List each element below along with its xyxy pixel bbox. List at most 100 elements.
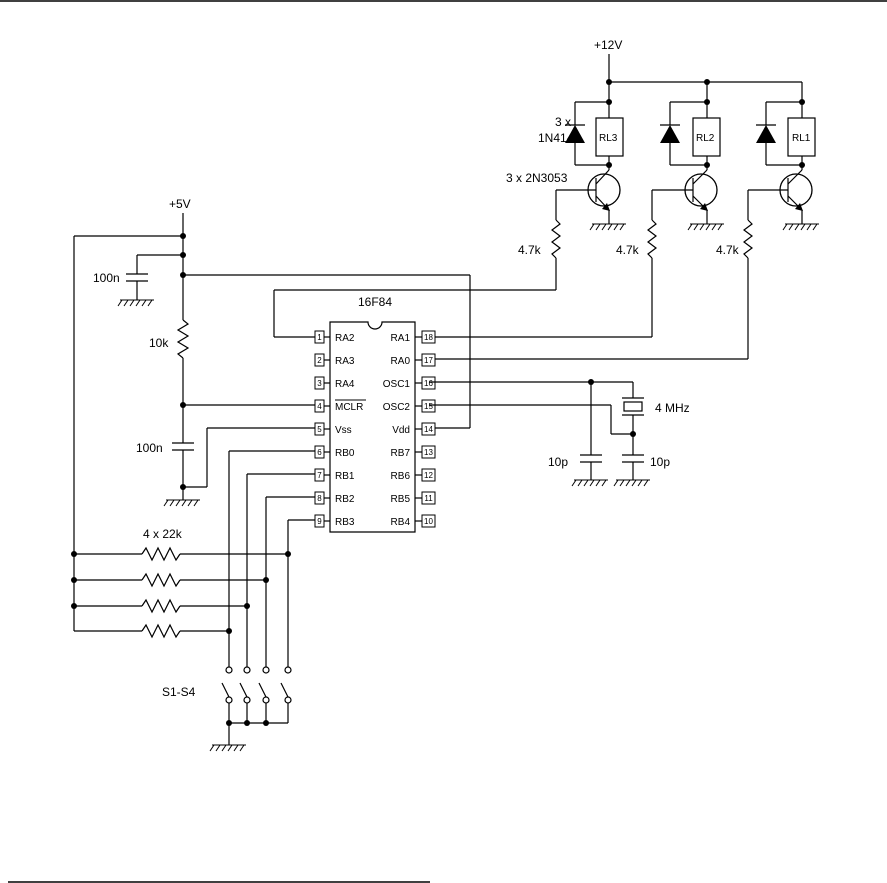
ic-pin-18-name: RA1	[391, 333, 411, 344]
switch-s4	[280, 666, 292, 704]
ic-pin-1-number: 1	[317, 333, 322, 342]
label-rbase-2: 4.7k	[616, 243, 640, 257]
label-cap-100n-2: 100n	[136, 441, 163, 455]
ic-pin-2-number: 2	[317, 356, 322, 365]
label-switches: S1-S4	[162, 685, 196, 699]
label-r10k: 10k	[149, 336, 169, 350]
label-rbase-3: 4.7k	[518, 243, 542, 257]
ic-pin-15-number: 15	[424, 402, 433, 411]
ic-pin-17-name: RA0	[391, 356, 411, 367]
label-5v: +5V	[169, 197, 191, 211]
resistor-base-1	[743, 219, 753, 259]
ic-pin-12-number: 12	[424, 471, 433, 480]
ic-pin-11-box	[421, 491, 436, 505]
pullup-resistor-1	[141, 546, 181, 562]
relay-stage-rl3: RL3 4.7k	[274, 82, 627, 291]
ic-pin-12-name: RB6	[391, 471, 411, 482]
ic-pin-12-box	[421, 468, 436, 482]
ic-pin-15-box	[421, 399, 436, 413]
ic-pin-9-number: 9	[317, 517, 322, 526]
ic-pin-3-box	[314, 376, 325, 390]
label-transistors: 3 x 2N3053	[506, 171, 568, 185]
label-rbase-1: 4.7k	[716, 243, 740, 257]
ic-pin-11-number: 11	[424, 494, 433, 503]
ic-pin-3-name: RA4	[335, 379, 355, 390]
crystal-4mhz	[623, 401, 643, 412]
label-cap-10p-2: 10p	[650, 455, 670, 469]
oscillator-circuit: 4 MHz 10p 10p	[429, 379, 690, 487]
switch-inputs: 4 x 22k S1-S4	[71, 450, 315, 752]
ic-pin-4-name: MCLR	[335, 402, 363, 413]
ic-pin-13-name: RB7	[391, 448, 411, 459]
relay-rl3-label: RL3	[599, 133, 618, 144]
pullup-resistor-2	[141, 572, 181, 588]
label-pullups: 4 x 22k	[143, 527, 183, 541]
resistor-10k	[176, 319, 190, 359]
ic-pin-13-box	[421, 445, 436, 459]
ic-pin-8-name: RB2	[335, 494, 355, 505]
ic-pin-1-box	[314, 330, 325, 344]
ic-pin-14-number: 14	[424, 425, 433, 434]
pullup-resistor-3	[141, 598, 181, 614]
ic-pin-14-name: Vdd	[392, 425, 410, 436]
ic-pin-5-name: Vss	[335, 425, 352, 436]
ic-pin-5-number: 5	[317, 425, 322, 434]
relay-rl1-coil	[787, 117, 816, 157]
relay-rl2-coil	[692, 117, 721, 157]
label-cap-10p-1: 10p	[548, 455, 568, 469]
ic-pin-18-number: 18	[424, 333, 433, 342]
ic-pin-4-box	[314, 399, 325, 413]
ic-pin-9-box	[314, 514, 325, 528]
ic-pin-3-number: 3	[317, 379, 322, 388]
relay-stage-rl2: RL2 4.7k	[429, 82, 725, 338]
ic-pin-17-box	[421, 353, 436, 367]
ic-pin-18-box	[421, 330, 436, 344]
switch-s2	[239, 666, 251, 704]
ic-pin-7-name: RB1	[335, 471, 355, 482]
ic-pin-16-box	[421, 376, 436, 390]
diode-d2	[660, 125, 680, 143]
relay-rl1-label: RL1	[792, 133, 811, 144]
ic-pin-11-name: RB5	[391, 494, 411, 505]
ic-pin-13-number: 13	[424, 448, 433, 457]
resistor-base-3	[551, 219, 561, 259]
ic-pin-2-box	[314, 353, 325, 367]
relay-stage-rl1: RL1 4.7k	[429, 82, 820, 360]
ic-16f84: 16F84 1 RA2 2 RA3 3 RA4 4 MCLR 5 Vss 6 RB0 7 RB1 8 RB2 9…	[314, 295, 436, 533]
ic-pin-1-name: RA2	[335, 333, 355, 344]
ic-pin-7-number: 7	[317, 471, 322, 480]
diode-d3	[565, 125, 585, 143]
switch-s1	[221, 666, 233, 704]
diode-d1	[756, 125, 776, 143]
supply-5v-network: +5V 100n 10k 100n	[73, 197, 471, 631]
ic-pin-8-number: 8	[317, 494, 322, 503]
ic-pin-6-number: 6	[317, 448, 322, 457]
ic-pin-8-box	[314, 491, 325, 505]
ic-pin-10-name: RB4	[391, 517, 411, 528]
ic-pin-15-name: OSC2	[383, 402, 411, 413]
supply-12v-rail: +12V	[594, 38, 802, 85]
ic-pin-16-number: 16	[424, 379, 433, 388]
ic-pin-10-number: 10	[424, 517, 433, 526]
label-diodes-qty: 3 x	[555, 115, 571, 129]
pullup-resistor-4	[141, 623, 181, 639]
label-12v: +12V	[594, 38, 622, 52]
resistor-base-2	[647, 219, 657, 259]
relay-rl2-label: RL2	[696, 133, 715, 144]
ic-pin-2-name: RA3	[335, 356, 355, 367]
label-crystal: 4 MHz	[655, 401, 690, 415]
label-cap-100n-1: 100n	[93, 271, 120, 285]
ic-pin-10-box	[421, 514, 436, 528]
ic-pin-6-box	[314, 445, 325, 459]
ic-pin-6-name: RB0	[335, 448, 355, 459]
ic-pin-7-box	[314, 468, 325, 482]
ic-pin-5-box	[314, 422, 325, 436]
switch-s3	[258, 666, 270, 704]
ic-pin-17-number: 17	[424, 356, 433, 365]
ic-name: 16F84	[358, 295, 392, 309]
ic-pin-9-name: RB3	[335, 517, 355, 528]
ic-pin-16-name: OSC1	[383, 379, 411, 390]
ic-pin-4-number: 4	[317, 402, 322, 411]
ic-pin-14-box	[421, 422, 436, 436]
